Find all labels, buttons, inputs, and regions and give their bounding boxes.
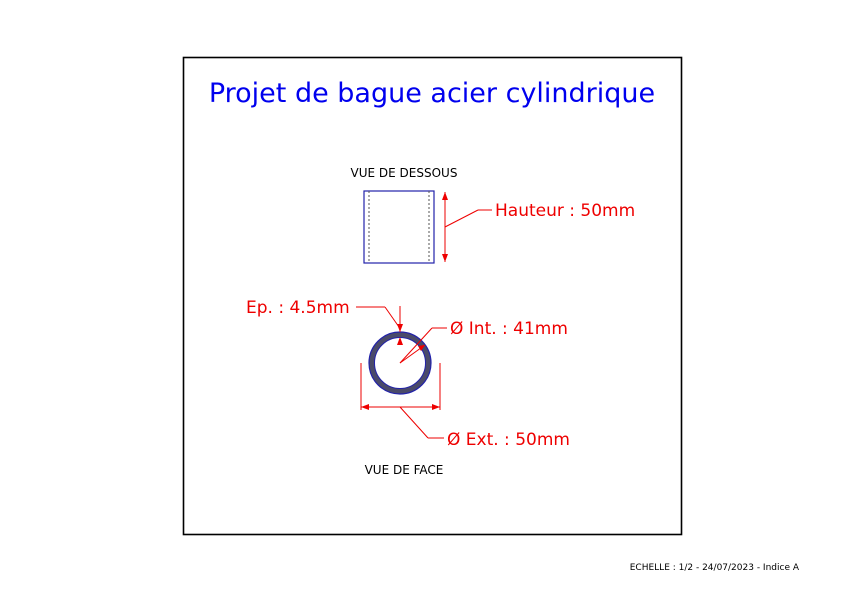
top-view-label: VUE DE DESSOUS xyxy=(351,166,458,180)
inner-diameter-label: Ø Int. : 41mm xyxy=(450,319,568,339)
drawing-title: Projet de bague acier cylindrique xyxy=(209,78,655,109)
thickness-dimension xyxy=(356,306,403,345)
thickness-dimension-label: Ep. : 4.5mm xyxy=(246,298,350,318)
inner-diameter-dimension xyxy=(399,327,447,364)
height-dimension xyxy=(442,192,492,262)
height-dimension-label: Hauteur : 50mm xyxy=(495,201,635,221)
top-view-part xyxy=(363,190,435,264)
scale-date-footer: ECHELLE : 1/2 - 24/07/2023 - Indice A xyxy=(630,563,800,573)
outer-diameter-dimension xyxy=(360,363,444,439)
front-view-label: VUE DE FACE xyxy=(365,463,444,477)
outer-diameter-label: Ø Ext. : 50mm xyxy=(447,430,570,450)
drawing-frame xyxy=(182,56,683,536)
